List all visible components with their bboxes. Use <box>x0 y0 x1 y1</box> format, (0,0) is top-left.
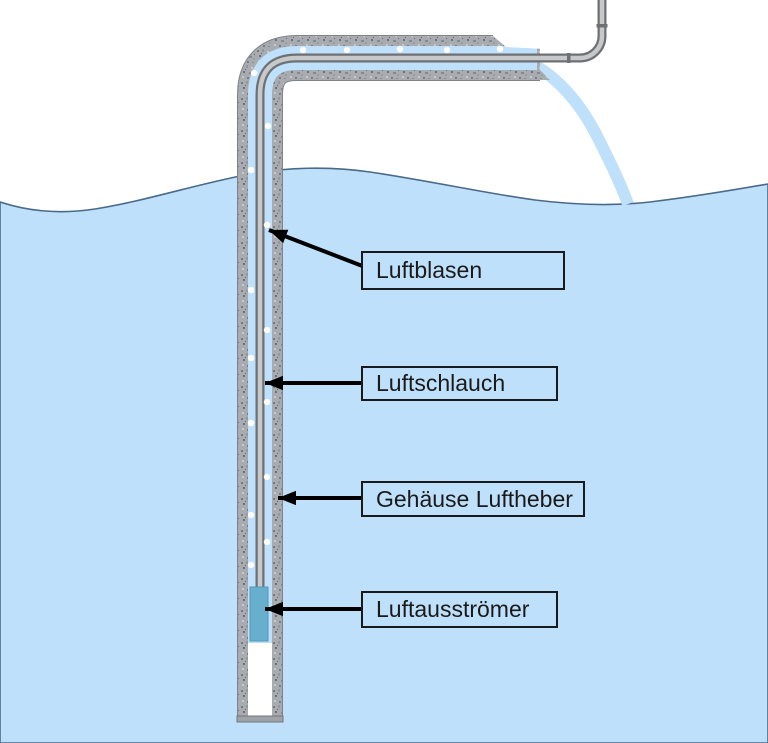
pipe-bottom-cap <box>236 715 284 723</box>
pipe-end-bevel <box>540 70 550 80</box>
label-text: Gehäuse Luftheber <box>376 485 573 512</box>
arrow-luftblasen <box>268 228 366 269</box>
water-pool <box>0 167 768 743</box>
air-diffuser <box>249 586 269 642</box>
air-bubbles <box>247 45 504 569</box>
air-bubble <box>263 473 271 481</box>
label-text: Luftausströmer <box>376 596 530 622</box>
air-bubble <box>247 286 255 294</box>
label-text: Luftblasen <box>376 257 483 283</box>
air-bubble <box>247 166 255 174</box>
air-bubble <box>263 326 271 334</box>
label-text: Luftschlauch <box>376 370 506 396</box>
air-bubble <box>247 419 255 427</box>
air-bubble <box>343 46 351 54</box>
label-arrows <box>265 228 366 617</box>
air-bubble <box>263 221 271 229</box>
pipe-interior-empty <box>248 643 272 716</box>
air-bubble <box>247 354 255 362</box>
air-hose <box>257 0 605 590</box>
air-bubble <box>299 46 307 54</box>
air-bubble <box>263 398 271 406</box>
air-bubble <box>250 69 258 77</box>
label-gehaeuse-luftheber: Gehäuse Luftheber <box>361 481 585 517</box>
label-luftschlauch: Luftschlauch <box>361 366 558 401</box>
air-bubble <box>443 46 451 54</box>
air-hose-connector <box>567 53 571 63</box>
air-bubble <box>264 122 272 130</box>
air-bubble <box>263 538 271 546</box>
air-bubble <box>247 511 255 519</box>
air-bubble <box>496 45 504 53</box>
pipe-end-mask <box>493 30 565 50</box>
label-luftausstroemer: Luftausströmer <box>361 591 558 628</box>
air-bubble <box>247 561 255 569</box>
air-bubble <box>396 45 404 53</box>
label-luftblasen: Luftblasen <box>361 251 565 290</box>
air-hose-connector <box>596 24 608 28</box>
